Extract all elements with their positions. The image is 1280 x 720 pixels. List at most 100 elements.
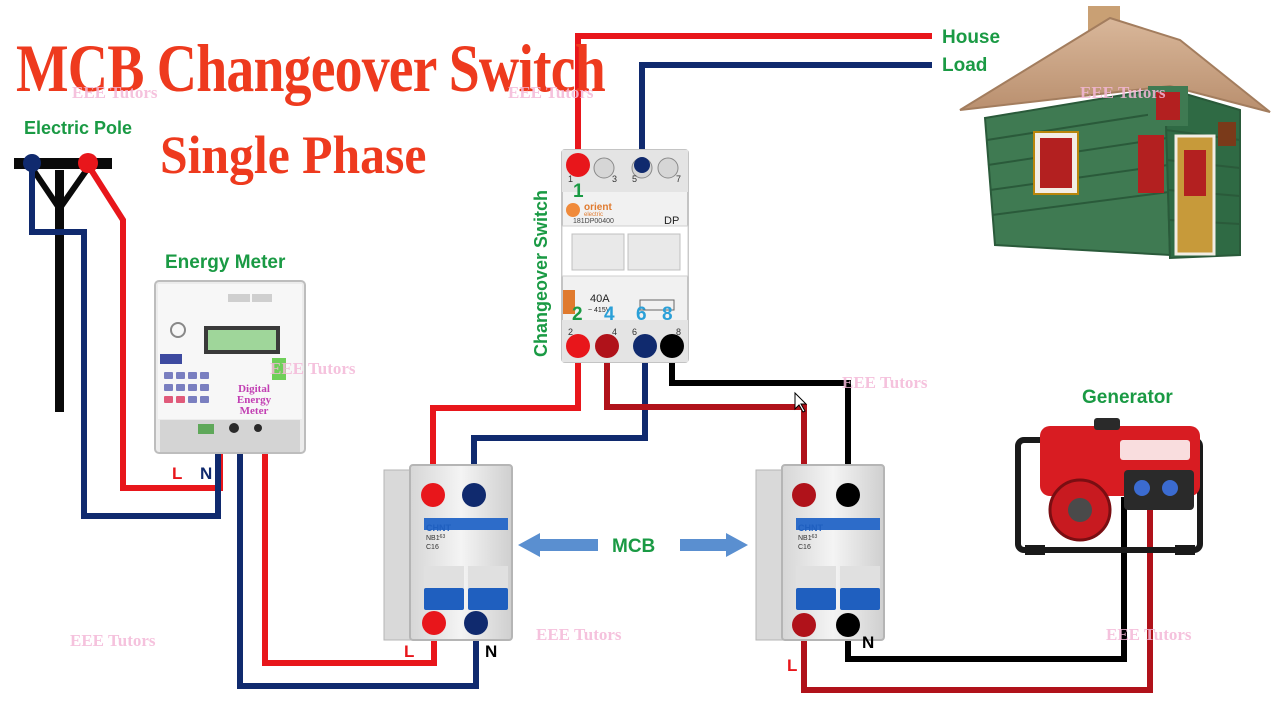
- switch-model: 181DP00400: [573, 218, 614, 225]
- pole-brace-left: [29, 166, 62, 210]
- mcb2-top-live: [792, 483, 816, 507]
- switch-terminal-6: [633, 334, 657, 358]
- switch-lever-right: [627, 233, 681, 271]
- mcb2-top-neutral: [836, 483, 860, 507]
- wire-switch-mcb2-live: [604, 346, 807, 495]
- page-subtitle: Single Phase: [160, 125, 427, 185]
- meter-lcd: [208, 330, 276, 350]
- mcb2-brand: CHNT: [798, 523, 823, 533]
- mcb2-rating: C16: [798, 544, 811, 551]
- mcb2-label-strip: [796, 518, 880, 530]
- mcb1-live-label: L: [404, 642, 415, 661]
- mcb1-bottom-live: [422, 611, 446, 635]
- electric-pole: [14, 153, 112, 412]
- meter-optical-port: [170, 322, 186, 338]
- house-label: House: [942, 27, 1001, 48]
- mcb1-rating: C16: [426, 544, 439, 551]
- mcb2-bottom-neutral: [836, 613, 860, 637]
- switch-top-num-7: 7: [676, 174, 682, 184]
- mcb1-neutral-label: N: [485, 642, 498, 661]
- switch-top-num-3: 3: [612, 174, 618, 184]
- electric-pole-label: Electric Pole: [24, 118, 133, 138]
- switch-terminal-8: [660, 334, 684, 358]
- switch-highlight-2: 2: [572, 304, 583, 325]
- pole-neutral-insulator: [23, 154, 41, 172]
- meter-text-line-2: Energy: [236, 394, 272, 406]
- meter-text-line-3: Meter: [239, 405, 269, 417]
- mcb-1: [383, 464, 513, 641]
- meter-keypad: [164, 372, 209, 403]
- switch-highlight-6: 6: [636, 304, 647, 325]
- changeover-switch-label: Changeover Switch: [531, 189, 551, 357]
- switch-highlight-1: 1: [573, 181, 584, 202]
- mcb1-toggle-left: [424, 588, 464, 610]
- watermark: EEE Tutors: [842, 373, 928, 392]
- mcb2-toggle-left: [796, 588, 836, 610]
- meter-led: [272, 358, 286, 380]
- mcb2-model: NB1: [798, 535, 812, 542]
- house-roof: [959, 16, 1271, 113]
- switch-terminal-4: [595, 334, 619, 358]
- generator-fuel-cap: [1094, 418, 1120, 430]
- page-title: MCB Changeover Switch: [16, 30, 606, 106]
- wire-meter-mcb1-live: [262, 440, 437, 666]
- mcb2-neutral-label: N: [862, 633, 875, 652]
- energy-meter-label: Energy Meter: [165, 252, 286, 273]
- wire-mcb1-switch-live: [430, 346, 581, 495]
- energy-meter: [154, 280, 306, 454]
- pole-brace-right: [57, 166, 91, 210]
- switch-brand-sub: electric: [584, 212, 604, 218]
- switch-bottom-num-6: 6: [632, 327, 638, 337]
- watermark: EEE Tutors: [1080, 83, 1166, 102]
- meter-text-line-1: Digital: [238, 383, 270, 395]
- wire-meter-mcb1-neutral: [237, 440, 479, 689]
- switch-top-num-5: 5: [632, 174, 638, 184]
- watermark: EEE Tutors: [70, 631, 156, 650]
- mcb1-label-strip: [424, 518, 508, 530]
- house-window-left: [1040, 138, 1072, 188]
- meter-neutral-label: N: [200, 464, 213, 483]
- switch-terminal-2: [566, 334, 590, 358]
- watermark: EEE Tutors: [508, 83, 594, 102]
- switch-type: DP: [664, 215, 680, 227]
- switch-brand: orient: [584, 202, 612, 213]
- mcb1-bottom-neutral: [464, 611, 488, 635]
- mcb-arrows: [518, 533, 748, 557]
- switch-bottom-num-4: 4: [612, 327, 618, 337]
- mcb2-toggle-right: [840, 588, 880, 610]
- load-label: Load: [942, 55, 988, 76]
- switch-terminal-5: [634, 157, 650, 173]
- wires: [29, 33, 1153, 693]
- switch-highlight-4: 4: [604, 304, 615, 325]
- switch-bottom-num-8: 8: [676, 327, 682, 337]
- mcb1-top-live: [421, 483, 445, 507]
- house-window-mid: [1138, 135, 1164, 193]
- birdhouse: [1218, 122, 1236, 146]
- mcb2-model-sub: -63: [810, 534, 818, 540]
- arrow-right-icon: [680, 533, 748, 557]
- watermark: EEE Tutors: [1106, 625, 1192, 644]
- switch-terminal-1: [566, 153, 590, 177]
- switch-lever-left: [571, 233, 625, 271]
- mcb2-live-label: L: [787, 656, 798, 675]
- wire-mcb2-generator-neutral: [845, 497, 1127, 662]
- pole-post: [55, 170, 64, 412]
- watermark: EEE Tutors: [270, 359, 356, 378]
- changeover-switch: [561, 149, 689, 363]
- mcb1-model-sub: -63: [438, 534, 446, 540]
- watermark: EEE Tutors: [72, 83, 158, 102]
- mcb-2: [755, 464, 885, 641]
- orient-logo: [566, 203, 580, 217]
- switch-bottom-num-2: 2: [568, 327, 574, 337]
- switch-voltage: ~ 415V: [588, 307, 611, 314]
- watermark: EEE Tutors: [536, 625, 622, 644]
- house-icon: [959, 6, 1271, 260]
- switch-top-num-1: 1: [568, 174, 574, 184]
- mcb1-top-neutral: [462, 483, 486, 507]
- mcb-label: MCB: [612, 536, 656, 557]
- wire-pole-meter-neutral: [29, 165, 221, 519]
- wire-switch-mcb2-neutral: [669, 346, 851, 495]
- meter-live-label: L: [172, 464, 183, 483]
